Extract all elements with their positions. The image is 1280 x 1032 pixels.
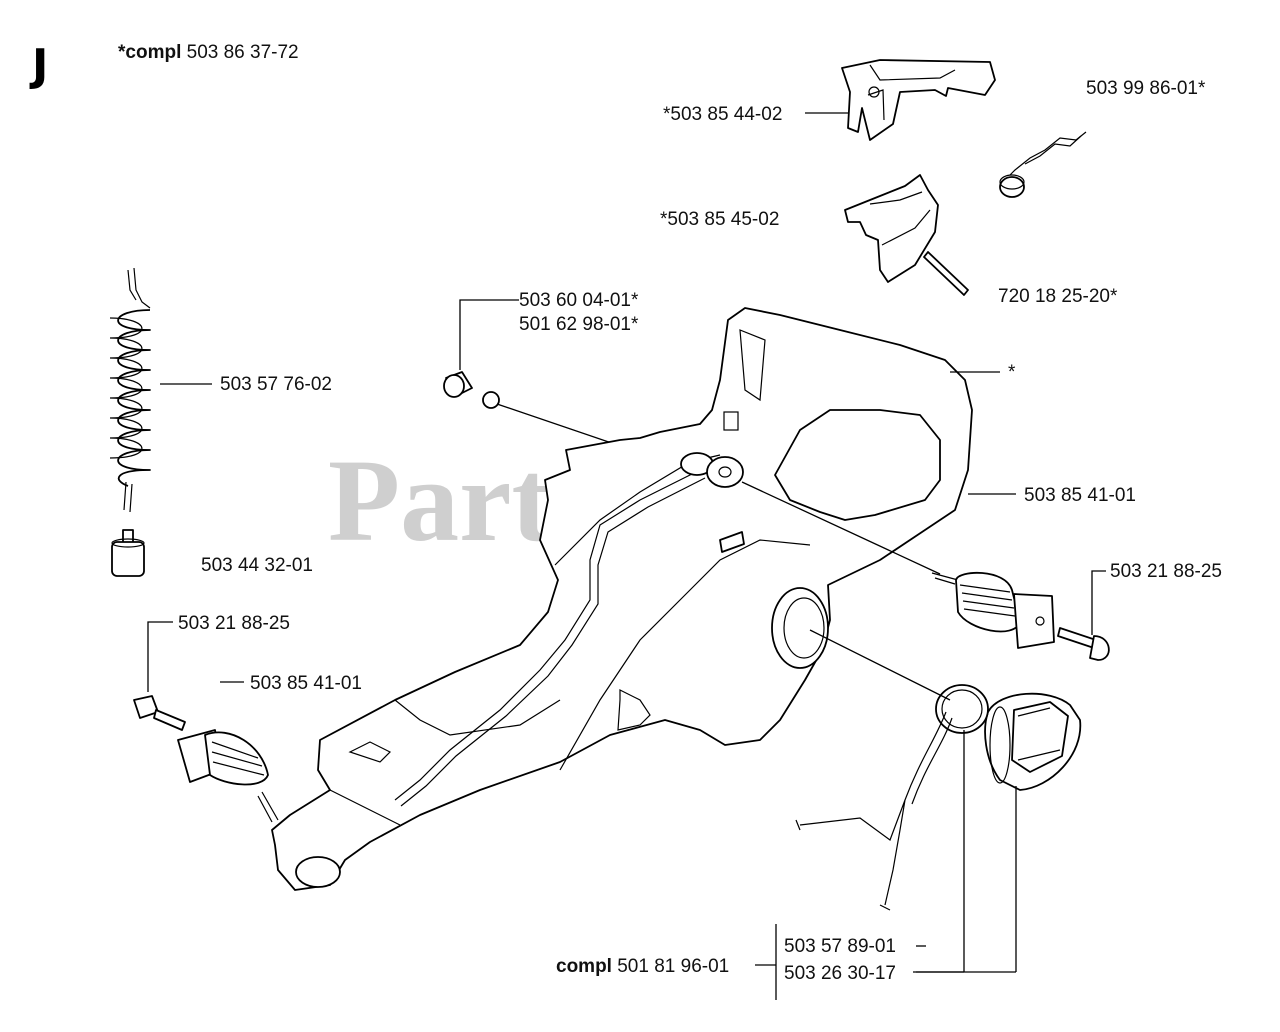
leader-503218825-right: [1091, 570, 1106, 635]
compl-bottom-prefix: compl: [556, 956, 612, 977]
part-label-7201825: 720 18 25-20*: [998, 286, 1118, 307]
leader-503218825-left: [147, 621, 173, 692]
compl-bottom-number: 501 81 96-01: [617, 956, 729, 977]
compl-top-label: *compl 503 86 37-72: [118, 42, 299, 63]
part-label-503578901: 503 57 89-01: [784, 936, 896, 957]
av-element-left-part: [133, 695, 279, 823]
part-label-503577602: 503 57 76-02: [220, 374, 332, 395]
part-label-503218825-left: 503 21 88-25: [178, 613, 290, 634]
leader-bushings: [459, 299, 519, 370]
part-label-503854101-left: 503 85 41-01: [250, 673, 362, 694]
part-label-501629801: 501 62 98-01*: [519, 314, 639, 335]
trigger-lockout-part: [844, 174, 939, 283]
compl-top-number: 503 86 37-72: [187, 42, 299, 63]
compl-top-prefix: *compl: [118, 42, 181, 63]
part-label-503854101-right: 503 85 41-01: [1024, 485, 1136, 506]
leader-cap-center: [809, 629, 951, 701]
pin-part: [923, 251, 969, 296]
part-label-503263017: 503 26 30-17: [784, 963, 896, 984]
rear-handle-housing-part: [271, 307, 973, 891]
section-letter: J: [29, 40, 48, 91]
fuel-cap-part: [984, 692, 1082, 791]
part-label-503600401: 503 60 04-01*: [519, 290, 639, 311]
part-label-503998601: 503 99 86-01*: [1086, 78, 1206, 99]
part-label-asterisk: *: [1008, 362, 1016, 383]
part-label-503218825-right: 503 21 88-25: [1110, 561, 1222, 582]
fuel-hose-part: [109, 267, 151, 513]
part-label-503854402: *503 85 44-02: [663, 104, 782, 125]
trigger-spring-part: [999, 131, 1087, 198]
fuel-filter-part: [111, 529, 145, 577]
cap-strap-part: [795, 684, 989, 911]
part-label-503443201: 503 44 32-01: [201, 555, 313, 576]
av-element-right-part: [931, 571, 1110, 661]
compl-bottom-label: compl 501 81 96-01: [556, 956, 729, 977]
bushings-part: [443, 371, 500, 409]
part-label-503854502: *503 85 45-02: [660, 209, 779, 230]
throttle-trigger-part: [841, 59, 996, 141]
leader-av-right-center: [741, 481, 941, 575]
